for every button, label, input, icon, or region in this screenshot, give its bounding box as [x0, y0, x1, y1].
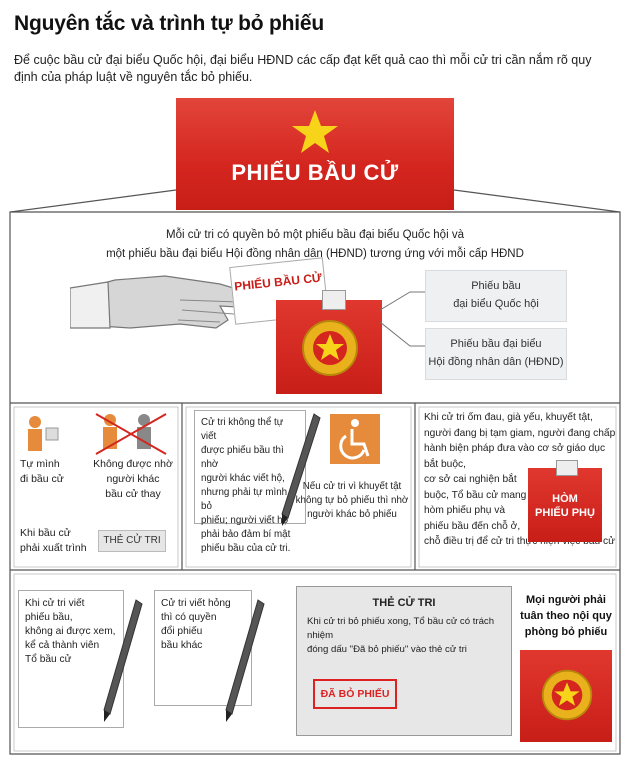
- secret-line: phiếu bầu,: [25, 612, 73, 623]
- rules-line2: tuân theo nội quy: [520, 610, 612, 622]
- illiterate-line: được phiếu bầu thì nhờ: [201, 445, 284, 470]
- aux-box-line2: PHIẾU PHỤ: [535, 507, 595, 519]
- sick-line: hòm phiếu phụ và: [424, 505, 505, 516]
- disabled-line: Nếu cử tri vì khuyết tật: [302, 481, 402, 492]
- sick-line: hành biện pháp đưa vào cơ sở giáo dục: [424, 443, 606, 454]
- pen-icon: [225, 599, 265, 722]
- sick-line: cơ sở cai nghiện bắt: [424, 474, 517, 485]
- illiterate-line: Cử tri không thể tự viết: [201, 417, 284, 442]
- emblem-icon: [302, 320, 358, 376]
- panel-top-text: Mỗi cử tri có quyền bỏ một phiếu bầu đại…: [60, 226, 570, 264]
- show-card-line2: phải xuất trình: [20, 542, 87, 554]
- voter-card-text-line: đóng dấu "Đã bỏ phiếu" vào thẻ cử tri: [307, 644, 467, 655]
- hand-icon: [70, 275, 261, 329]
- sick-line: phiếu bầu đến chỗ ở,: [424, 520, 521, 532]
- box1-line1: Phiếu bầu: [471, 280, 521, 292]
- secret-text: Khi cử tri viết phiếu bầu, không ai được…: [19, 591, 123, 673]
- illiterate-line: nhưng phải tự mình bỏ: [201, 487, 288, 512]
- no-proxy-line1: Không được nhờ: [93, 458, 173, 470]
- illiterate-line: phiếu; người viết hộ: [201, 515, 289, 526]
- voter-card: THẺ CỬ TRI Khi cử tri bỏ phiếu xong, Tổ …: [296, 586, 512, 736]
- box2-line2: Hội đồng nhân dân (HĐND): [428, 356, 564, 368]
- voter-card-text-line: Khi cử tri bỏ phiếu xong, Tổ bầu cử có t…: [307, 616, 495, 641]
- rules-line3: phòng bỏ phiếu: [524, 626, 608, 638]
- intro-text: Để cuộc bầu cử đại biểu Quốc hội, đại bi…: [14, 53, 592, 84]
- connector-lines: [380, 291, 426, 347]
- sick-line: bắt buộc,: [424, 458, 466, 470]
- self-vote-line1: Tự mình: [20, 458, 60, 470]
- council-ballot-box: Phiếu bầu đại biểu Hội đồng nhân dân (HĐ…: [425, 328, 567, 380]
- panel-top-line1: Mỗi cử tri có quyền bỏ một phiếu bầu đại…: [166, 229, 464, 241]
- illiterate-line: phiếu bầu của cử tri.: [201, 543, 291, 554]
- national-assembly-ballot-box: Phiếu bầu đại biểu Quốc hội: [425, 270, 567, 322]
- auxiliary-ballot-box: HÒM PHIẾU PHỤ: [528, 468, 602, 542]
- sick-line: buộc, Tổ bầu cử mang: [424, 489, 527, 501]
- spoiled-line: thì có quyền: [161, 612, 217, 623]
- box1-line2: đại biểu Quốc hội: [453, 298, 539, 310]
- disabled-line: người khác bỏ phiếu: [307, 509, 397, 520]
- emblem-icon: [541, 669, 593, 721]
- aux-slot-paper: [556, 460, 578, 476]
- self-vote-line2: đi bầu cử: [20, 473, 64, 485]
- sick-line: Khi cử tri ốm đau, già yếu, khuyết tật,: [424, 412, 593, 423]
- panel-top-line2: một phiếu bầu đại biểu Hội đồng nhân dân…: [106, 248, 524, 260]
- page-title: Nguyên tắc và trình tự bỏ phiếu: [14, 12, 325, 35]
- no-proxy-line3: bầu cử thay: [105, 488, 161, 500]
- wheelchair-icon: [330, 414, 380, 464]
- voter-card-title: THẺ CỬ TRI: [372, 597, 436, 609]
- pen-icon: [103, 599, 143, 722]
- rules-line1: Mọi người phải: [526, 594, 606, 606]
- sick-line: chỗ điều trị để cử tri thực hiện việc bầ…: [424, 536, 615, 547]
- secret-line: Tổ bầu cử: [25, 654, 72, 665]
- voted-stamp: ĐÃ BỎ PHIẾU: [313, 679, 397, 709]
- self-vote-text: Tự mình đi bầu cử: [20, 457, 80, 487]
- show-card-text: Khi bầu cử phải xuất trình: [20, 526, 100, 556]
- spoiled-line: Cử tri viết hỏng: [161, 598, 231, 609]
- spoiled-line: bầu khác: [161, 640, 203, 651]
- show-card-line1: Khi bầu cử: [20, 527, 71, 539]
- hand-ballot-label: PHIẾU BẦU CỬ: [233, 270, 323, 294]
- disabled-line: không tự bỏ phiếu thì nhờ: [295, 495, 409, 506]
- spoiled-text: Cử tri viết hỏng thì có quyền đổi phiếu …: [155, 591, 251, 659]
- star-icon: [292, 110, 338, 153]
- self-vote-person-icon: [28, 416, 59, 451]
- illiterate-line: phải bảo đảm bí mật: [201, 529, 291, 540]
- no-proxy-text: Không được nhờ người khác bầu cử thay: [88, 457, 178, 502]
- no-proxy-icon: [95, 413, 167, 455]
- illiterate-line: người khác viết hộ,: [201, 473, 285, 484]
- aux-box-line1: HÒM: [552, 493, 578, 505]
- disabled-text: Nếu cử tri vì khuyết tật không tự bỏ phi…: [294, 480, 410, 522]
- voter-card-tag: THẺ CỬ TRI: [98, 530, 166, 552]
- secret-line: không ai được xem,: [25, 626, 116, 637]
- rules-text: Mọi người phải tuân theo nội quy phòng b…: [516, 592, 616, 640]
- ballot-banner-label: PHIẾU BẦU CỬ: [231, 160, 399, 185]
- sick-line: người đang bị tạm giam, người đang chấp: [424, 427, 616, 439]
- aux-box-label: HÒM PHIẾU PHỤ: [528, 492, 602, 520]
- voter-card-text: Khi cử tri bỏ phiếu xong, Tổ bầu cử có t…: [297, 609, 511, 663]
- illiterate-text: Cử tri không thể tự viết được phiếu bầu …: [195, 411, 305, 561]
- secret-line: Khi cử tri viết: [25, 598, 85, 609]
- ballot-slot-paper: [322, 290, 346, 310]
- secret-line: kể cả thành viên: [25, 640, 100, 651]
- box2-line1: Phiếu bầu đại biểu: [450, 338, 542, 350]
- pen-icon: [281, 413, 321, 526]
- spoiled-line: đổi phiếu: [161, 626, 203, 637]
- sick-text: Khi cử tri ốm đau, già yếu, khuyết tật, …: [424, 410, 616, 550]
- no-proxy-line2: người khác: [106, 473, 160, 485]
